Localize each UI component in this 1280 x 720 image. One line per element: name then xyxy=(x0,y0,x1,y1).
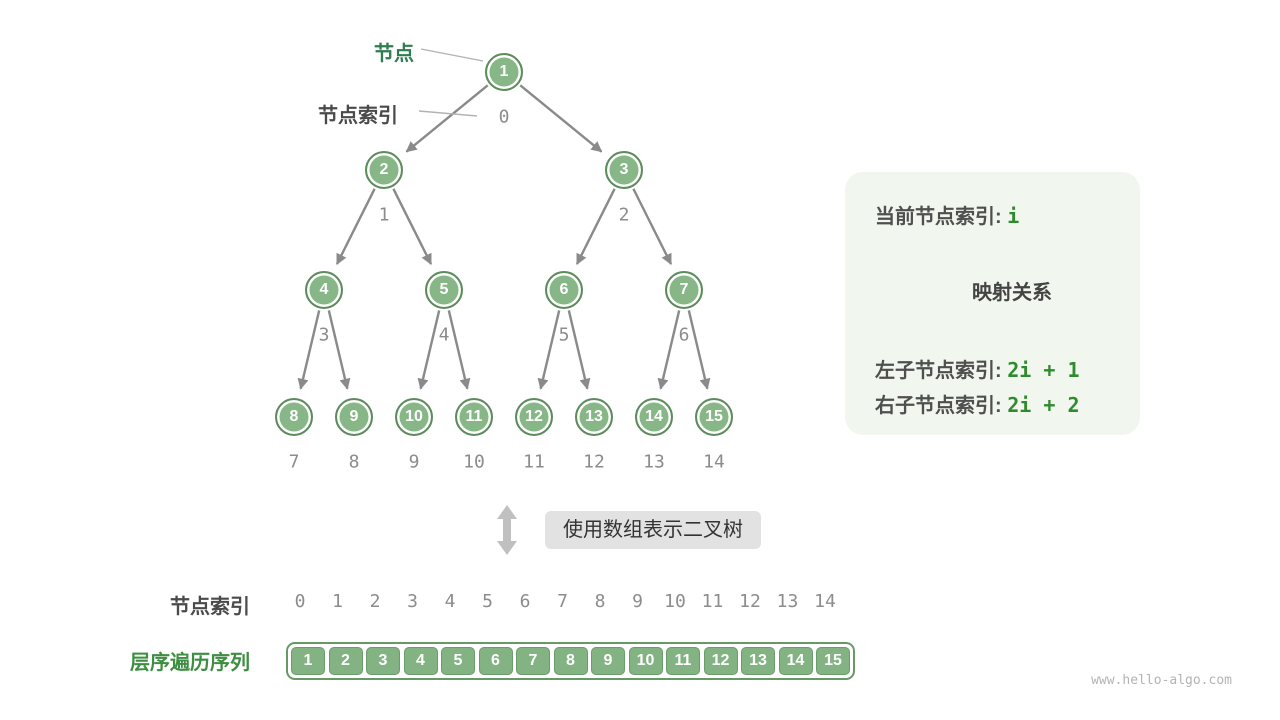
tree-node-index-3: 3 xyxy=(318,324,330,346)
bottom-index-row-label: 节点索引 xyxy=(170,596,250,618)
tree-node-index-12: 12 xyxy=(583,451,605,473)
array-cell-3: 3 xyxy=(366,647,400,675)
array-index-5: 5 xyxy=(482,591,493,612)
level-order-row-label: 层序遍历序列 xyxy=(130,652,250,674)
array-index-10: 10 xyxy=(664,591,686,612)
right-child-value: 2i + 2 xyxy=(1007,393,1080,417)
watermark: www.hello-algo.com xyxy=(1091,673,1232,688)
tree-edge xyxy=(297,310,321,390)
tree-node-14: 14 xyxy=(635,398,673,436)
tree-node-1: 1 xyxy=(485,53,523,91)
tree-node-index-0: 0 xyxy=(498,106,510,128)
array-index-2: 2 xyxy=(369,591,381,612)
tree-node-index-10: 10 xyxy=(463,451,485,473)
tree-node-6: 6 xyxy=(545,271,583,309)
left-child-value: 2i + 1 xyxy=(1007,358,1080,382)
array-cell-8: 8 xyxy=(553,647,588,675)
array-index-1: 1 xyxy=(332,591,343,612)
tree-node-9: 9 xyxy=(335,398,373,436)
tree-edge xyxy=(447,310,471,390)
tree-node-2: 2 xyxy=(365,151,403,189)
tree-node-index-13: 13 xyxy=(643,451,665,473)
tree-edges xyxy=(297,84,711,390)
tree-node-index-9: 9 xyxy=(408,451,420,473)
left-child-row: 左子节点索引: 2i + 1 xyxy=(875,354,1079,383)
tree-node-4: 4 xyxy=(305,271,343,309)
current-index-row: 当前节点索引: i xyxy=(875,200,1019,229)
array-index-13: 13 xyxy=(776,591,799,612)
index-pointer-line xyxy=(418,110,478,117)
tree-node-7: 7 xyxy=(665,271,703,309)
tree-node-index-1: 1 xyxy=(378,204,390,226)
array-index-12: 12 xyxy=(739,591,761,612)
array-cell-10: 10 xyxy=(628,647,663,675)
tree-node-index-2: 2 xyxy=(618,204,630,226)
up-down-arrow-icon xyxy=(497,505,517,555)
array-cell-11: 11 xyxy=(666,647,700,675)
tree-edge xyxy=(392,188,433,265)
array-representation-caption: 使用数组表示二叉树 xyxy=(545,511,761,549)
tree-node-10: 10 xyxy=(395,398,433,436)
array-index-8: 8 xyxy=(594,591,606,612)
array-index-14: 14 xyxy=(814,591,836,612)
tree-edge xyxy=(327,310,351,390)
array-index-3: 3 xyxy=(407,591,418,612)
tree-edge xyxy=(405,84,489,153)
left-child-label: 左子节点索引: xyxy=(875,360,1002,382)
array-cell-6: 6 xyxy=(478,647,513,675)
tree-node-5: 5 xyxy=(425,271,463,309)
right-child-label: 右子节点索引: xyxy=(875,395,1002,417)
tree-node-15: 15 xyxy=(695,398,733,436)
tree-node-index-11: 11 xyxy=(523,451,545,473)
tree-node-index-14: 14 xyxy=(703,451,725,473)
tree-edge xyxy=(417,310,441,390)
array-index-11: 11 xyxy=(701,591,724,612)
array-cell-9: 9 xyxy=(591,647,625,675)
array-cell-15: 15 xyxy=(816,647,850,675)
current-index-value: i xyxy=(1007,204,1020,228)
current-index-label: 当前节点索引: xyxy=(875,206,1002,228)
node-pointer-label: 节点 xyxy=(374,43,414,65)
tree-edge xyxy=(575,188,616,265)
tree-node-11: 11 xyxy=(455,398,493,436)
tree-edge xyxy=(567,310,591,390)
tree-node-index-5: 5 xyxy=(558,324,570,346)
tree-node-index-6: 6 xyxy=(678,324,690,346)
tree-node-index-8: 8 xyxy=(348,451,360,473)
array-index-0: 0 xyxy=(294,591,306,612)
array-index-7: 7 xyxy=(557,591,568,612)
index-pointer-label: 节点索引 xyxy=(318,105,398,127)
tree-node-13: 13 xyxy=(575,398,613,436)
tree-edge xyxy=(519,84,603,153)
tree-node-index-4: 4 xyxy=(438,324,450,346)
array-index-4: 4 xyxy=(444,591,456,612)
array-cell-7: 7 xyxy=(516,647,550,675)
tree-node-index-7: 7 xyxy=(288,451,300,473)
tree-edge xyxy=(335,188,376,265)
array-cell-4: 4 xyxy=(403,647,438,675)
mapping-label: 映射关系 xyxy=(972,282,1052,304)
tree-edge xyxy=(537,310,561,390)
node-pointer-line xyxy=(420,48,484,62)
array-cell-2: 2 xyxy=(328,647,363,675)
array-cell-13: 13 xyxy=(741,647,775,675)
array-cell-1: 1 xyxy=(291,647,325,675)
mapping-panel: 当前节点索引: i 映射关系 左子节点索引: 2i + 1 右子节点索引: 2i… xyxy=(845,172,1140,435)
tree-edge xyxy=(687,310,711,390)
array-index-6: 6 xyxy=(519,591,531,612)
tree-node-8: 8 xyxy=(275,398,313,436)
array-cell-5: 5 xyxy=(441,647,475,675)
tree-node-12: 12 xyxy=(515,398,553,436)
tree-edge xyxy=(657,310,681,390)
array-cell-14: 14 xyxy=(778,647,813,675)
array-index-9: 9 xyxy=(632,591,643,612)
right-child-row: 右子节点索引: 2i + 2 xyxy=(875,389,1079,418)
array-cell-12: 12 xyxy=(703,647,738,675)
tree-edge xyxy=(632,188,673,265)
tree-node-3: 3 xyxy=(605,151,643,189)
